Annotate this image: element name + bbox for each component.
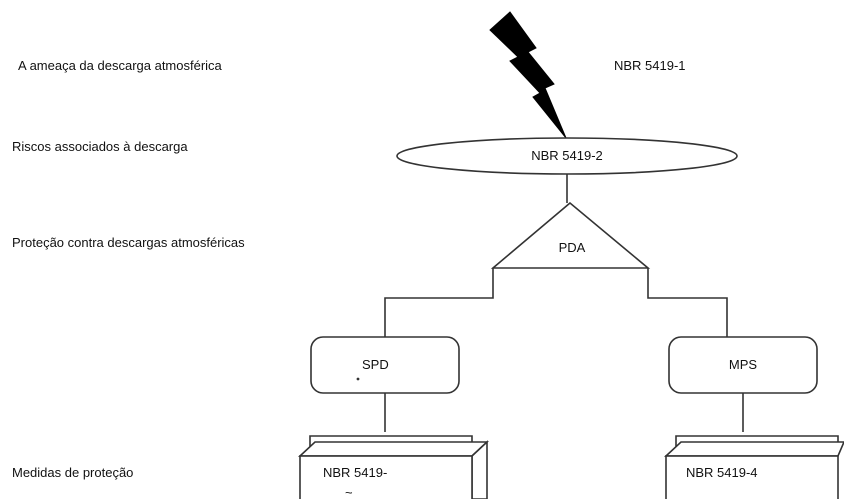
label-threat: A ameaça da descarga atmosférica bbox=[18, 58, 223, 73]
nbr-5419-1-label: NBR 5419-1 bbox=[614, 58, 686, 73]
label-measures: Medidas de proteção bbox=[12, 465, 133, 480]
lightning-bolt-icon bbox=[489, 11, 567, 139]
spd-dot bbox=[356, 377, 360, 381]
connector-pda-mps bbox=[647, 268, 728, 338]
connector-pda-spd bbox=[384, 268, 494, 338]
label-protection: Proteção contra descargas atmosféricas bbox=[12, 235, 245, 250]
nbr-5419-4-box: NBR 5419-4 bbox=[663, 435, 844, 499]
pda-triangle bbox=[490, 201, 651, 269]
nbr-5419-3-label: NBR 5419- bbox=[323, 465, 387, 480]
nbr-5419-2-label: NBR 5419-2 bbox=[531, 148, 603, 163]
label-risks: Riscos associados à descarga bbox=[12, 139, 188, 154]
nbr-5419-3-box: NBR 5419- ~ bbox=[297, 435, 490, 499]
mps-label: MPS bbox=[729, 357, 758, 372]
nbr-5419-3-cut-glyph: ~ bbox=[345, 485, 353, 499]
spd-label: SPD bbox=[362, 357, 389, 372]
nbr-5419-4-label: NBR 5419-4 bbox=[686, 465, 758, 480]
pda-label: PDA bbox=[559, 240, 586, 255]
